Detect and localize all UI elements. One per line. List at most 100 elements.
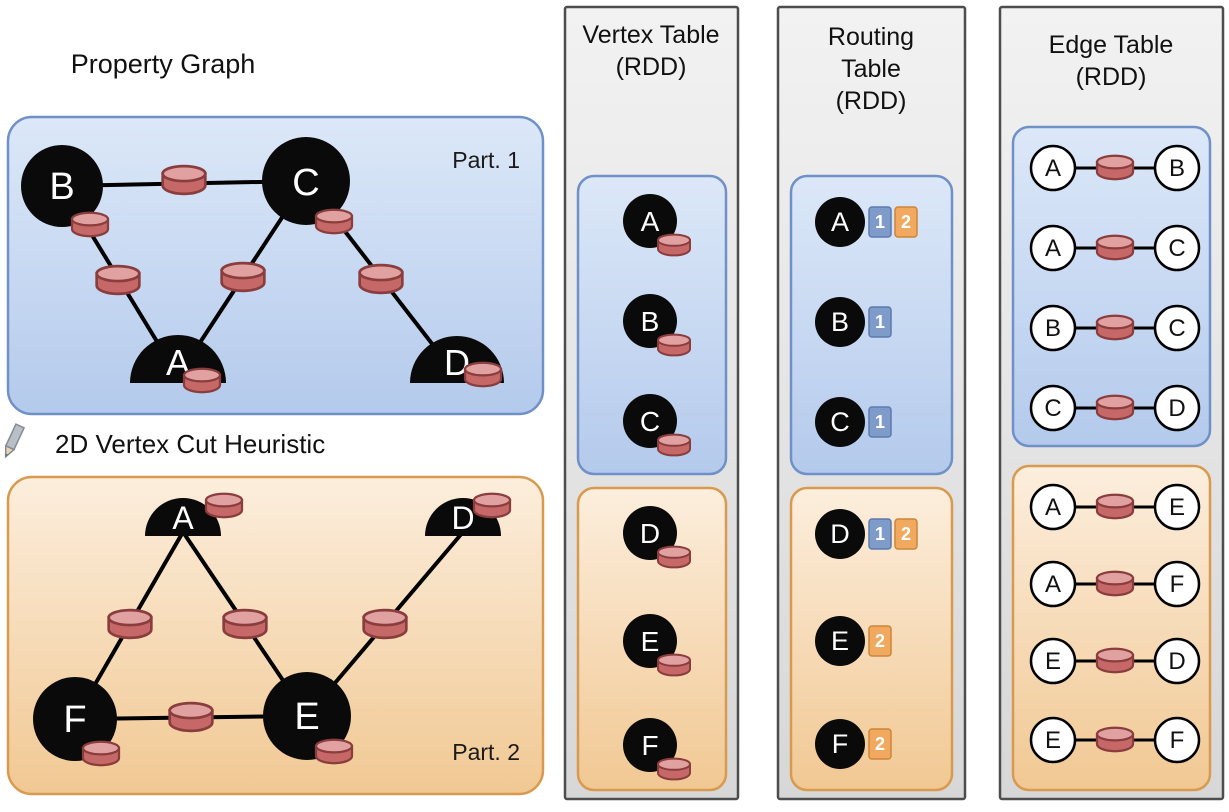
vertex-e-part2: E — [263, 672, 351, 760]
edge-property-cylinder-c-a — [220, 261, 266, 293]
vertex-circle — [33, 677, 117, 761]
partition-badge-label: 2 — [875, 631, 885, 651]
edge-table-column: Edge Table (RDD) A B A C B C — [998, 5, 1225, 801]
edge-row-a-c: A C — [1029, 224, 1201, 272]
partition-1-label: Part. 1 — [452, 147, 520, 173]
edge-table-title: Edge Table — [1049, 31, 1174, 59]
vertex-f-part2: F — [33, 677, 117, 761]
vertex-label: A — [641, 206, 660, 237]
edge-src-label: A — [1045, 155, 1061, 182]
vertex-table-subtitle: (RDD) — [616, 53, 687, 81]
vertex-property-cylinder-e — [314, 738, 354, 765]
vertex-property-cylinder-d2 — [472, 492, 512, 519]
partition-badge-1 — [868, 206, 892, 238]
vertex-circle — [623, 294, 677, 348]
pencil-icon — [4, 423, 26, 459]
vertex-table-entry-d: D — [623, 506, 692, 569]
partition-2-label: Part. 2 — [452, 739, 520, 765]
vertex-label: B — [831, 307, 849, 337]
edge-src-label: E — [1045, 727, 1061, 754]
vertex-circle — [262, 137, 350, 225]
vertex-circle — [815, 719, 865, 769]
edge-src-circle — [1029, 560, 1077, 608]
edge-src-circle — [1029, 384, 1077, 432]
edge-dst-label: F — [1170, 727, 1185, 754]
vertex-label: E — [294, 696, 319, 738]
edge-src-circle — [1029, 637, 1077, 685]
vertex-b-part1: B — [21, 145, 103, 227]
vertex-label: C — [640, 406, 660, 437]
vertex-label: B — [641, 306, 660, 337]
vertex-table-entry-b: B — [623, 294, 692, 357]
edge-property-cylinder — [1095, 647, 1135, 674]
partition-badge-label: 1 — [875, 212, 885, 232]
vertex-circle — [623, 506, 677, 560]
partition-2: Part. 2 A D F E — [6, 475, 545, 796]
partition-badge-1 — [868, 518, 892, 550]
heuristic-label: 2D Vertex Cut Heuristic — [55, 429, 325, 459]
edge-row-c-d: C D — [1029, 384, 1201, 432]
edge-src-circle — [1029, 304, 1077, 352]
edge-src-label: E — [1045, 648, 1061, 675]
edge-dst-circle — [1153, 224, 1201, 272]
routing-table-title-line1: Routing — [828, 23, 914, 51]
vertex-circle — [815, 397, 865, 447]
property-graph-title: Property Graph — [71, 49, 256, 79]
vertex-property-cylinder-b — [70, 211, 110, 238]
vertex-property-cylinder — [656, 433, 692, 457]
edge-dst-label: C — [1168, 235, 1185, 262]
partition-badge-label: 1 — [875, 412, 885, 432]
edge-dst-label: F — [1170, 571, 1185, 598]
vertex-circle — [21, 145, 103, 227]
vertex-circle — [815, 197, 865, 247]
vertex-label: F — [63, 699, 86, 741]
vertex-property-cylinder — [656, 545, 692, 569]
edge-dst-label: E — [1169, 494, 1185, 521]
edge-property-cylinder — [1095, 394, 1135, 421]
vertex-label: C — [830, 407, 850, 437]
vertex-circle — [623, 394, 677, 448]
routing-entry-c: C 1 — [815, 397, 892, 447]
edge-dst-circle — [1153, 144, 1201, 192]
routing-entry-d: D 1 2 — [815, 509, 918, 559]
partition-badge-1 — [868, 306, 892, 338]
edge-src-label: A — [1045, 494, 1061, 521]
edge-property-cylinder-b-a — [95, 264, 141, 296]
routing-entry-e: E 2 — [815, 616, 892, 666]
vertex-table-entry-e: E — [623, 614, 692, 677]
edge-property-cylinder — [1095, 154, 1135, 181]
vertex-label: F — [641, 730, 658, 761]
edge-property-cylinder — [1095, 726, 1135, 753]
vertex-label: E — [831, 626, 849, 656]
edge-table-subtitle: (RDD) — [1076, 63, 1147, 91]
edge-dst-circle — [1153, 716, 1201, 764]
edge-table-partition-2-box — [1011, 464, 1212, 792]
vertex-label: B — [49, 166, 74, 208]
vertex-half-circle — [145, 498, 221, 536]
partition-1: Part. 1 B C A D — [6, 115, 545, 416]
edge-row-a-f: A F — [1029, 560, 1201, 608]
edge-dst-circle — [1153, 483, 1201, 531]
edge-dst-label: B — [1169, 155, 1185, 182]
vertex-circle — [623, 194, 677, 248]
edge-dst-label: D — [1168, 648, 1185, 675]
vertex-property-cylinder — [656, 653, 692, 677]
vertex-circle — [623, 718, 677, 772]
edge-row-b-c: B C — [1029, 304, 1201, 352]
edge-dst-circle — [1153, 637, 1201, 685]
edge-row-a-e: A E — [1029, 483, 1201, 531]
vertex-property-cylinder — [656, 333, 692, 357]
edge-src-circle — [1029, 483, 1077, 531]
edge-row-a-b: A B — [1029, 144, 1201, 192]
routing-entry-f: F 2 — [815, 719, 892, 769]
partition-badge-label: 2 — [875, 734, 885, 754]
vertex-table-entry-a: A — [623, 194, 692, 257]
edge-dst-circle — [1153, 384, 1201, 432]
vertex-property-cylinder-a2 — [204, 492, 244, 519]
vertex-label: E — [641, 626, 660, 657]
vertex-property-cylinder-d — [463, 361, 503, 388]
edge-src-circle — [1029, 716, 1077, 764]
vertex-cut-heuristic: 2D Vertex Cut Heuristic — [4, 423, 325, 459]
partition-badge-2 — [868, 625, 892, 657]
edge-src-label: A — [1045, 235, 1061, 262]
